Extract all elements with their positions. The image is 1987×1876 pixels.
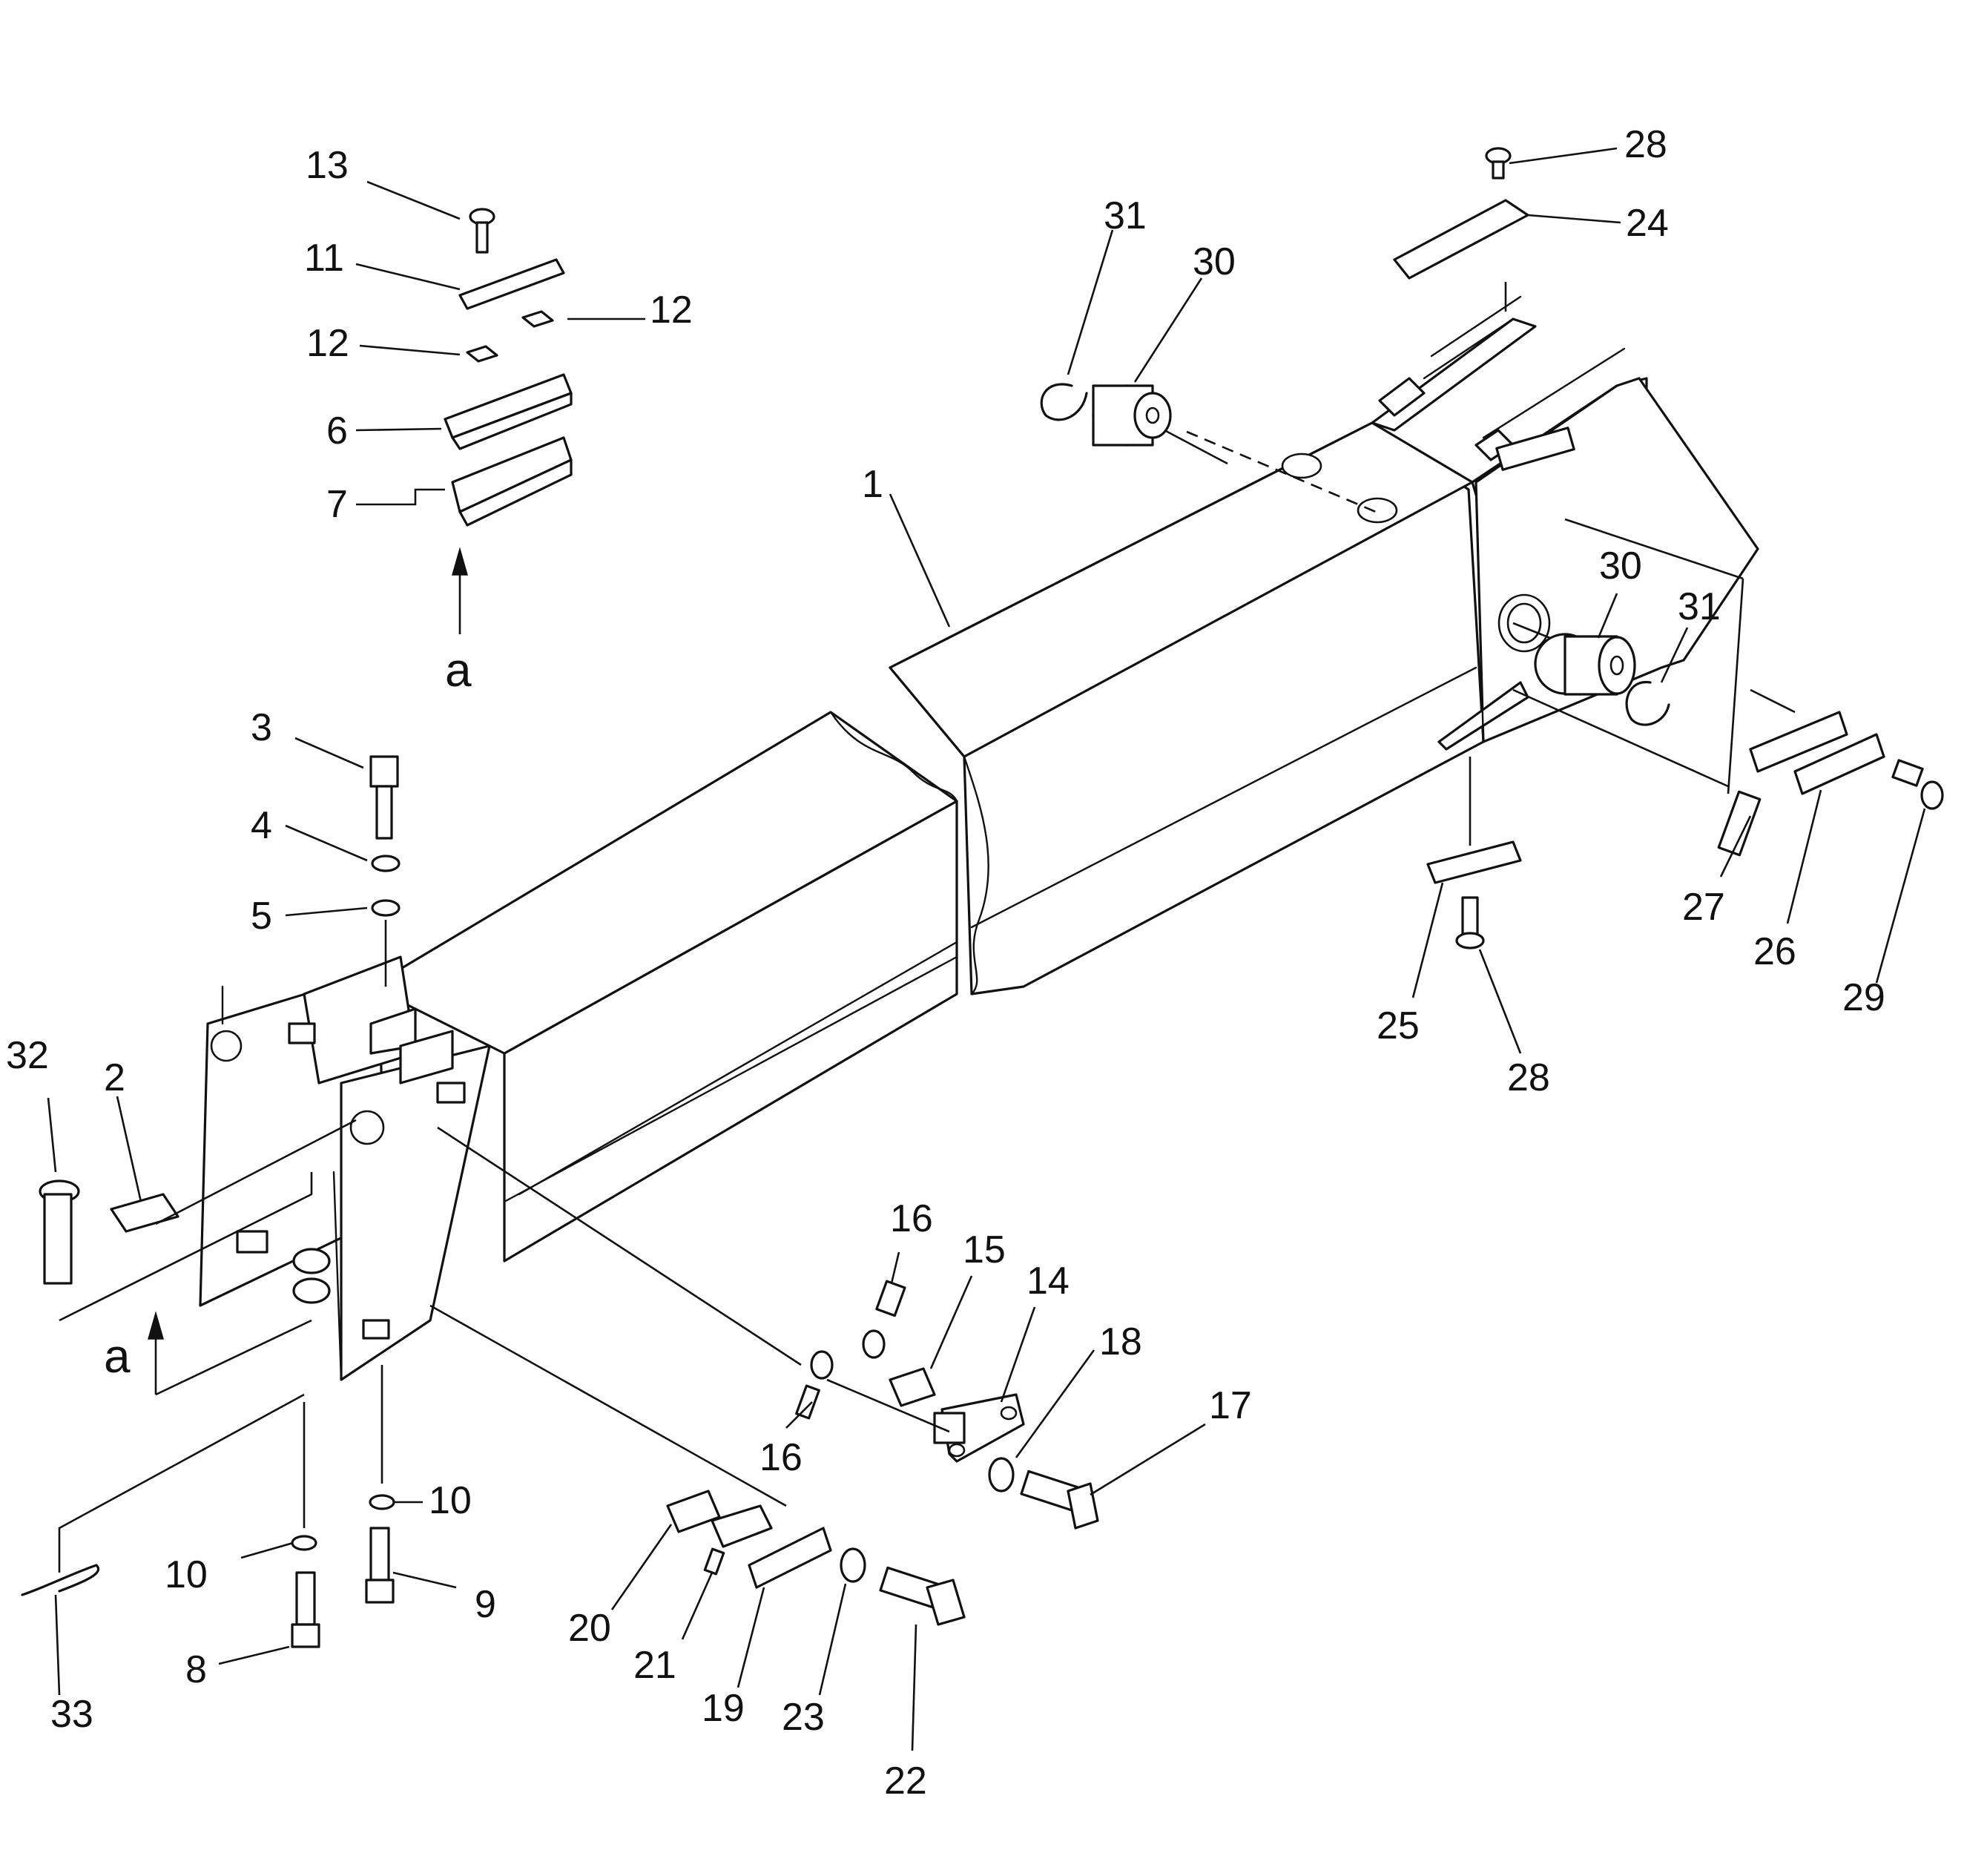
part-14-bracket [933,1393,1025,1463]
callout-27: 27 [1682,886,1725,929]
callout-22: 22 [884,1760,927,1803]
callout-7: 7 [326,483,348,526]
view-marker-a-top: a [445,643,472,697]
view-a-arrow-top-head [452,547,468,576]
callout-24: 24 [1626,202,1669,245]
callout-12-left: 12 [306,322,349,365]
boom-rear-section [889,421,1485,995]
part-22-bolt [879,1566,966,1626]
part-33-retainer-pin [21,1564,99,1596]
front-fasteners [21,755,401,1648]
callout-16-upper: 16 [890,1197,933,1240]
callout-12-right: 12 [650,289,693,332]
callout-14: 14 [1027,1260,1070,1303]
view-marker-a-bottom: a [104,1329,131,1383]
boom-assembly [199,295,1759,1381]
part-2-pad [110,1193,179,1233]
part-28-screw-top [1485,147,1512,180]
part-15-block [889,1367,936,1407]
callout-15: 15 [963,1228,1006,1271]
part-24-plate [1393,199,1529,280]
callout-31-top: 31 [1104,194,1147,237]
part-9-bolt [365,1527,395,1604]
part-30-roller-side [1534,633,1636,696]
part-16-pin-upper [862,1280,906,1359]
callout-3: 3 [251,706,272,749]
callout-21: 21 [633,1644,676,1687]
callout-10-left: 10 [165,1553,208,1596]
callout-8: 8 [185,1648,207,1691]
part-23-washer [840,1547,866,1583]
callout-25: 25 [1377,1004,1420,1047]
part-32-pin [39,1179,80,1285]
callout-2: 2 [104,1056,125,1099]
callout-4: 4 [251,804,272,847]
callout-28-bottom: 28 [1507,1056,1550,1099]
callout-9: 9 [475,1583,496,1626]
callout-29: 29 [1842,976,1885,1019]
part-16-pin-lower [795,1350,834,1420]
part-8-bolt [291,1571,320,1648]
part-12-shim-left [466,345,498,363]
part-13-screw [469,208,495,254]
part-10-washer-left [291,1535,317,1551]
part-31-snap-ring-side [1625,681,1670,726]
part-30-roller-top [1092,384,1172,447]
callout-30-top: 30 [1193,240,1236,283]
callout-1: 1 [862,463,883,506]
part-27-plate [1717,711,1848,857]
rear-parts [1040,147,1944,949]
part-10-washer-right [369,1494,395,1510]
side-guide-parts [666,1280,1099,1626]
part-19-plate [748,1527,832,1589]
callout-10-right: 10 [429,1479,472,1522]
callout-19: 19 [702,1687,745,1730]
part-5-washer [371,899,401,917]
callout-leaders [47,147,1926,1751]
callout-28-top: 28 [1624,123,1667,166]
callout-33: 33 [50,1693,93,1736]
callout-18: 18 [1099,1320,1142,1363]
part-11-plate [458,258,565,310]
detail-a-assembly [444,208,573,634]
callout-17: 17 [1209,1384,1252,1427]
callout-23: 23 [782,1696,825,1739]
callout-labels: 13 11 12 12 6 7 a 3 4 5 32 2 a 1 31 30 2… [6,123,1885,1803]
part-28-screw-bottom [1455,896,1485,949]
part-20-block [666,1490,721,1533]
part-18-washer [988,1457,1015,1492]
view-a-arrow-bottom [148,1311,164,1395]
part-3-bolt [369,755,399,840]
callout-6: 6 [326,409,348,452]
part-4-spring-washer [371,855,401,872]
callout-11: 11 [304,237,344,280]
part-26-plate [1793,733,1885,795]
callout-13: 13 [306,144,349,187]
callout-20: 20 [568,1607,611,1650]
part-21-pad [703,1504,773,1576]
part-12-shim-right [521,310,554,328]
part-17-bolt [1020,1469,1099,1530]
callout-32: 32 [6,1034,49,1077]
assembly-lines [58,282,1796,1573]
part-31-snap-ring-top [1040,383,1088,421]
part-25-plate [1426,840,1522,884]
part-29-screw [1891,759,1944,810]
callout-30-side: 30 [1599,544,1642,588]
boom-front-section [369,711,958,1263]
boom-front-bracket [199,955,491,1381]
callout-31-side: 31 [1678,585,1721,628]
callout-16-lower: 16 [759,1436,803,1479]
callout-26: 26 [1753,930,1796,973]
callout-5: 5 [251,895,272,938]
